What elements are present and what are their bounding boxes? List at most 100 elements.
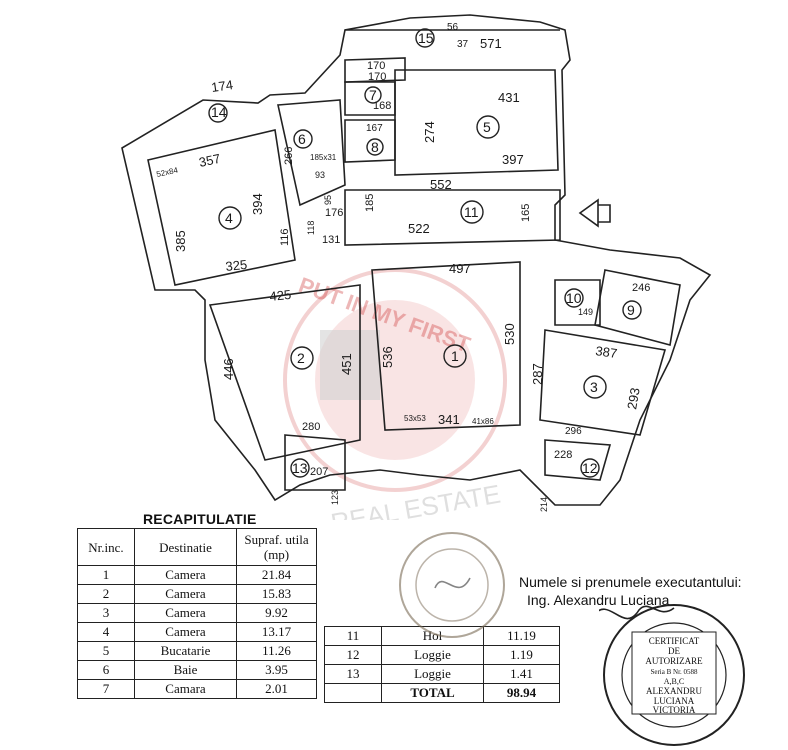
table-row: 13 Loggie 1.41 xyxy=(324,664,560,684)
dim-label: 385 xyxy=(173,230,188,252)
dim-label: 185 xyxy=(364,194,376,212)
cell-destination: Camera xyxy=(134,622,237,642)
walls xyxy=(121,14,712,506)
room-label-14: 14 xyxy=(211,104,227,120)
cell-area: 13.17 xyxy=(236,622,317,642)
dim-label: 170 xyxy=(368,71,386,83)
dim-label: 167 xyxy=(366,123,383,134)
cell-empty xyxy=(324,683,382,703)
column-header: Supraf. utila (mp) xyxy=(236,528,317,566)
table-row: 12 Loggie 1.19 xyxy=(324,645,560,665)
dim-label: 53x53 xyxy=(404,414,426,423)
room-label-15: 15 xyxy=(418,30,434,46)
cell-area: 1.19 xyxy=(483,645,560,665)
dim-label: 287 xyxy=(530,363,545,385)
room-label-4: 4 xyxy=(225,210,233,226)
cell-destination: Camera xyxy=(134,565,237,585)
signature-mark xyxy=(434,577,471,589)
dim-label: 552 xyxy=(430,177,452,192)
room-label-13: 13 xyxy=(292,460,308,476)
dim-label: 266 xyxy=(283,147,295,165)
dim-label: 425 xyxy=(269,287,292,304)
dim-label: 325 xyxy=(225,257,248,274)
room-label-11: 11 xyxy=(464,204,479,220)
cell-destination: Loggie xyxy=(381,664,484,684)
column-header: Destinatie xyxy=(134,528,237,566)
cell-nr: 6 xyxy=(77,660,135,680)
dim-label: 185x31 xyxy=(310,153,337,162)
room-label-3: 3 xyxy=(590,379,598,395)
executor-name: Ing. Alexandru Luciana xyxy=(527,592,670,608)
dim-label: 431 xyxy=(498,90,520,105)
dim-label: 116 xyxy=(279,228,291,246)
watermark-logo xyxy=(283,268,507,492)
authorization-stamp: CERTIFICAT DE AUTORIZARE Seria B Nr. 058… xyxy=(599,604,745,746)
signature-mark xyxy=(599,605,675,620)
dim-label: 571 xyxy=(480,36,502,51)
dim-label: 176 xyxy=(325,207,343,219)
cell-area: 2.01 xyxy=(236,679,317,699)
cell-nr: 1 xyxy=(77,565,135,585)
stamp-line-1: CERTIFICAT xyxy=(649,636,700,646)
stamp-line-3: AUTORIZARE xyxy=(645,656,703,666)
room-label-12: 12 xyxy=(582,460,598,476)
cell-nr: 2 xyxy=(77,584,135,604)
table-row: 4 Camera 13.17 xyxy=(77,622,317,642)
cell-area: 9.92 xyxy=(236,603,317,623)
cell-nr: 3 xyxy=(77,603,135,623)
dim-label: 52x84 xyxy=(156,166,180,179)
column-header: Nr.inc. xyxy=(77,528,135,566)
cell-destination: Loggie xyxy=(381,645,484,665)
dim-label: 95 xyxy=(323,195,333,205)
dim-label: 536 xyxy=(380,346,395,368)
cell-area: 3.95 xyxy=(236,660,317,680)
table-row: 6 Baie 3.95 xyxy=(77,660,317,680)
table-row: 7 Camara 2.01 xyxy=(77,679,317,699)
recap-table-continued: 11 Hol 11.19 12 Loggie 1.19 13 Loggie 1.… xyxy=(324,626,560,703)
dim-label: 214 xyxy=(539,497,549,512)
stamp-line-6: ALEXANDRU xyxy=(646,686,702,696)
dim-label: 174 xyxy=(210,77,234,95)
dim-label: 280 xyxy=(302,421,320,433)
dim-label: 149 xyxy=(578,307,593,317)
cell-nr: 4 xyxy=(77,622,135,642)
cell-nr: 5 xyxy=(77,641,135,661)
cadastre-stamp xyxy=(399,532,505,638)
dim-label: 394 xyxy=(250,193,265,215)
dim-label: 93 xyxy=(315,170,325,180)
dim-label: 341 xyxy=(438,412,460,427)
table-header-row: Nr.inc. Destinatie Supraf. utila (mp) xyxy=(77,528,317,566)
dim-label: 131 xyxy=(322,234,340,246)
cell-nr: 7 xyxy=(77,679,135,699)
cell-destination: Camara xyxy=(134,679,237,699)
recap-table: Nr.inc. Destinatie Supraf. utila (mp) 1 … xyxy=(77,528,317,699)
room-label-5: 5 xyxy=(483,119,491,135)
total-label: TOTAL xyxy=(381,683,484,703)
cell-destination: Camera xyxy=(134,603,237,623)
dim-label: 118 xyxy=(306,221,316,235)
cell-destination: Baie xyxy=(134,660,237,680)
dim-label: 123 xyxy=(330,490,340,505)
dim-label: 451 xyxy=(339,353,354,375)
dim-label: 168 xyxy=(373,100,391,112)
stamp-line-8: VICTORIA xyxy=(653,705,696,715)
dim-label: 530 xyxy=(502,323,517,345)
cell-nr: 11 xyxy=(324,626,382,646)
dim-label: 170 xyxy=(367,60,385,72)
total-value: 98.94 xyxy=(483,683,560,703)
stamp-line-5: A,B,C xyxy=(664,677,684,686)
dim-label: 228 xyxy=(554,449,572,461)
cell-area: 1.41 xyxy=(483,664,560,684)
stamp-line-2: DE xyxy=(668,646,680,656)
cell-area: 15.83 xyxy=(236,584,317,604)
dim-label: 293 xyxy=(624,387,643,411)
room-label-7: 7 xyxy=(369,87,377,103)
dim-label: 37 xyxy=(457,39,469,50)
cell-destination: Camera xyxy=(134,584,237,604)
table-row: 11 Hol 11.19 xyxy=(324,626,560,646)
dim-label: 522 xyxy=(408,221,430,236)
table-total-row: TOTAL 98.94 xyxy=(324,683,560,703)
dim-label: 446 xyxy=(221,358,236,380)
room-label-8: 8 xyxy=(371,139,379,155)
cell-nr: 13 xyxy=(324,664,382,684)
